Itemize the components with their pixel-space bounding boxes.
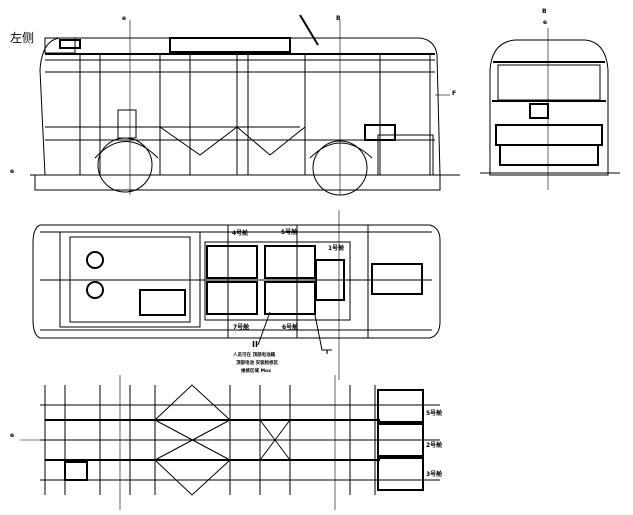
front-top-marker: B xyxy=(542,8,547,15)
side-view-title: 左侧 xyxy=(10,31,35,45)
chassis-marker: e xyxy=(10,432,15,439)
compartment-label: 6号舱 xyxy=(282,324,299,331)
compartment-label: 7号舱 xyxy=(233,324,250,331)
note-line: 顶部电池 安装检修区 xyxy=(236,361,279,366)
callout-t: T xyxy=(325,349,330,356)
front-view xyxy=(480,28,620,190)
note-line: 维修区域 Max xyxy=(241,369,271,374)
rear-axle-marker: B xyxy=(336,15,341,22)
right-marker: F xyxy=(452,90,457,97)
front-axle-marker: e xyxy=(122,15,127,22)
compartment-label: 3号舱 xyxy=(426,471,443,478)
ground-marker: e xyxy=(10,168,15,175)
compartment-label: 4号舱 xyxy=(232,230,249,237)
side-view xyxy=(30,14,460,196)
plan-view xyxy=(32,210,441,380)
callout-ii: II xyxy=(252,340,258,349)
note-line: 人员可在 顶部电池箱 xyxy=(233,353,276,358)
compartment-label: 2号舱 xyxy=(426,442,443,449)
compartment-label: 5号舱 xyxy=(426,410,443,417)
chassis-view xyxy=(20,375,440,510)
front-center-marker: e xyxy=(543,19,548,26)
compartment-label: 1号舱 xyxy=(328,245,345,252)
